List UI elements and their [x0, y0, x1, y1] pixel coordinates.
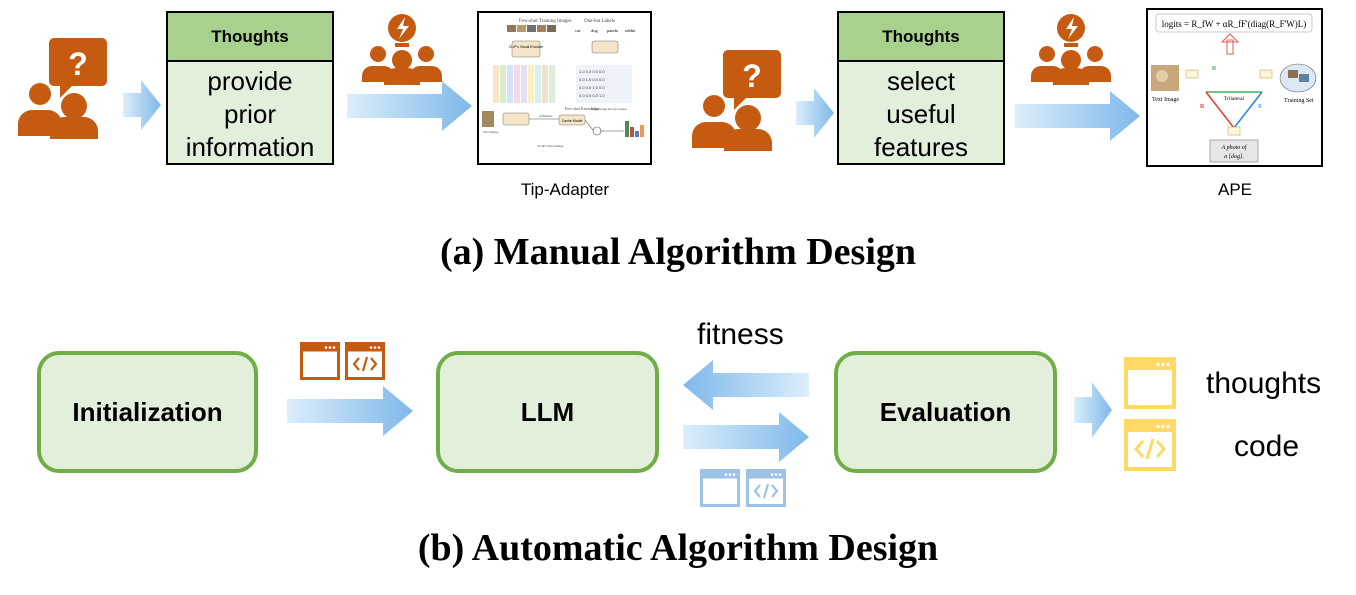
evaluation-box: Evaluation: [834, 351, 1057, 473]
initialization-box: Initialization: [37, 351, 258, 473]
svg-text:0.0 0.0 1.0 0.0: 0.0 0.0 1.0 0.0: [579, 85, 605, 90]
paper1-text-9: Test Image: [483, 130, 499, 134]
svg-text:R: R: [1258, 104, 1262, 110]
question-person-icon: ?: [692, 50, 781, 151]
thoughts-doc-icon: [1124, 357, 1176, 409]
svg-text:?: ?: [742, 58, 762, 94]
thoughts-header: Thoughts: [168, 13, 332, 62]
legend-code-label: code: [1234, 430, 1300, 463]
svg-text:?: ?: [68, 46, 88, 82]
paper1-text-14: CLIP's Knowledge: [537, 144, 564, 148]
ape-figure: logits = R_fW + αR_fF'(diag(R_F'W)L) Tex…: [1146, 8, 1323, 167]
svg-text:0.0 1.0 0.0 0.0: 0.0 1.0 0.0 0.0: [579, 77, 605, 82]
code-doc-icon: [746, 469, 786, 507]
tip-adapter-caption: Tip-Adapter: [520, 180, 610, 199]
thoughts-text: select useful features: [874, 65, 968, 162]
idea-group-icon: [362, 14, 442, 85]
ape-text-2: Trilateral: [1224, 96, 1245, 102]
paper1-text-8: Few-shot Knowledge: [565, 106, 600, 111]
ape-diagram: logits = R_fW + αR_fF'(diag(R_F'W)L) Tex…: [1151, 13, 1317, 163]
paper1-text-0: Few-shot Training Images: [519, 19, 572, 24]
flow-arrow: [287, 386, 413, 436]
ape-text-4: a [dog].: [1224, 154, 1244, 160]
tip-adapter-diagram: Few-shot Training Images One-hot Labels …: [482, 19, 644, 148]
paper1-text-2: cat: [575, 28, 581, 33]
section-a-title: (a) Manual Algorithm Design: [439, 231, 917, 273]
fitness-label: fitness: [697, 318, 784, 351]
tip-adapter-figure: Few-shot Training Images One-hot Labels …: [477, 11, 652, 165]
paper1-text-5: rabbit: [625, 28, 636, 33]
ape-text-0: Text Image: [1152, 97, 1179, 103]
thoughts-text: provide prior information: [185, 65, 315, 162]
paper1-text-10: Affinities: [539, 114, 553, 118]
paper1-text-4: panda: [607, 28, 618, 33]
svg-text:R: R: [1200, 104, 1205, 110]
thoughts-box-prior: Thoughts provide prior information: [166, 11, 334, 165]
llm-box: LLM: [436, 351, 659, 473]
thoughts-header: Thoughts: [839, 13, 1003, 62]
question-person-icon: ?: [18, 38, 107, 139]
svg-text:R: R: [1212, 66, 1217, 72]
svg-text:1.0 0.0 0.0 0.0: 1.0 0.0 0.0 0.0: [579, 69, 605, 74]
thoughts-doc-icon: [300, 342, 340, 380]
ape-caption: APE: [1217, 180, 1253, 199]
ape-text-1: Training Set: [1284, 98, 1314, 104]
ape-formula: logits = R_fW + αR_fF'(diag(R_F'W)L): [1162, 19, 1306, 29]
paper1-text-3: dog: [591, 28, 599, 33]
ape-text-3: A photo of: [1221, 144, 1248, 151]
paper1-text-6: CLIP's Visual Encoder: [509, 45, 544, 49]
svg-text:0.0 0.0 0.0 1.0: 0.0 0.0 0.0 1.0: [579, 93, 605, 98]
idea-group-icon: [1031, 14, 1111, 85]
code-doc-icon: [1124, 419, 1176, 471]
code-doc-icon: [345, 342, 385, 380]
flow-arrow: [1015, 91, 1140, 141]
flow-arrow: [683, 412, 809, 462]
thoughts-doc-icon: [700, 469, 740, 507]
flow-arrow: [796, 88, 834, 138]
paper1-text-11: Cache Model: [562, 119, 583, 123]
section-b-title: (b) Automatic Algorithm Design: [417, 527, 939, 569]
flow-arrow: [123, 80, 161, 130]
legend-thoughts-label: thoughts: [1206, 367, 1322, 400]
fitness-arrow: [683, 360, 809, 410]
flow-arrow: [1074, 382, 1112, 438]
thoughts-box-features: Thoughts select useful features: [837, 11, 1005, 165]
flow-arrow: [347, 81, 472, 131]
paper1-text-1: One-hot Labels: [584, 19, 615, 24]
paper1-text-12: Knowledge Incorporation: [591, 107, 627, 111]
